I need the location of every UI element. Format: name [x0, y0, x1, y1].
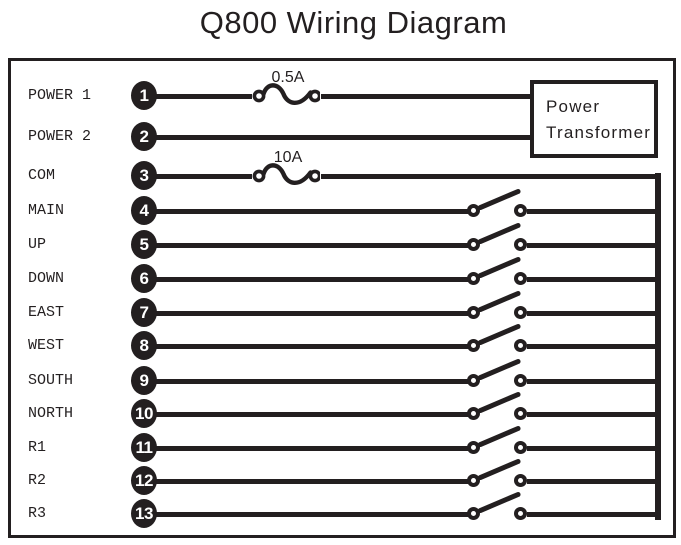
terminal-label: R3: [28, 505, 47, 522]
terminal-number-badge: 4: [131, 196, 157, 225]
terminal-label: DOWN: [28, 270, 65, 287]
power-transformer-box: Power Transformer: [530, 80, 658, 158]
wire-segment: [152, 412, 469, 417]
switch-contact-left: [467, 441, 480, 454]
wire-segment: [152, 379, 469, 384]
diagram-title: Q800 Wiring Diagram: [199, 5, 508, 40]
terminal-number-badge: 10: [131, 399, 157, 428]
power-transformer-label-line2: Transformer: [546, 123, 652, 142]
terminal-label: SOUTH: [28, 372, 74, 389]
switch-contact-left: [467, 204, 480, 217]
terminal-number-badge: 8: [131, 331, 157, 360]
wire-segment: [321, 174, 661, 179]
fuse-rating-label: 0.5A: [271, 69, 305, 86]
terminal-number-badge: 2: [131, 122, 157, 151]
wire-segment: [527, 344, 661, 349]
terminal-label: EAST: [28, 304, 65, 321]
wire-segment: [152, 446, 469, 451]
power-transformer-label-line1: Power: [546, 97, 601, 116]
switch-contact-right: [514, 374, 527, 387]
switch-contact-right: [514, 204, 527, 217]
terminal-number-badge: 9: [131, 366, 157, 395]
wire-segment: [152, 479, 469, 484]
terminal-label: MAIN: [28, 202, 65, 219]
terminal-label: COM: [28, 167, 56, 184]
switch-contact-left: [467, 374, 480, 387]
switch-contact-left: [467, 306, 480, 319]
terminal-label: POWER 1: [28, 87, 92, 104]
terminal-number-badge: 6: [131, 264, 157, 293]
wire-segment: [527, 311, 661, 316]
switch-contact-left: [467, 238, 480, 251]
fuse-rating-label: 10A: [273, 149, 303, 166]
wire-segment: [152, 94, 252, 99]
switch-contact-left: [467, 507, 480, 520]
wire-segment: [152, 512, 469, 517]
wire-segment: [527, 243, 661, 248]
switch-contact-right: [514, 339, 527, 352]
wire-segment: [152, 209, 469, 214]
wire-segment: [527, 277, 661, 282]
switch-contact-right: [514, 507, 527, 520]
fuse-icon: [250, 158, 322, 194]
terminal-number-badge: 12: [131, 466, 157, 495]
switch-contact-right: [514, 238, 527, 251]
wire-segment: [152, 243, 469, 248]
switch-contact-left: [467, 474, 480, 487]
wire-segment: [527, 209, 661, 214]
wire-segment: [152, 311, 469, 316]
wire-segment: [152, 277, 469, 282]
wire-segment: [527, 479, 661, 484]
terminal-number-badge: 7: [131, 298, 157, 327]
switch-contact-left: [467, 339, 480, 352]
terminal-number-badge: 11: [131, 433, 157, 462]
switch-contact-right: [514, 474, 527, 487]
switch-contact-right: [514, 272, 527, 285]
terminal-number-badge: 13: [131, 499, 157, 528]
wire-segment: [152, 135, 532, 140]
com-bus-wire: [655, 173, 661, 520]
terminal-label: R1: [28, 439, 47, 456]
terminal-label: WEST: [28, 337, 65, 354]
terminal-label: UP: [28, 236, 47, 253]
wire-segment: [527, 446, 661, 451]
terminal-label: NORTH: [28, 405, 74, 422]
fuse-icon: [250, 78, 322, 114]
switch-contact-right: [514, 306, 527, 319]
wire-segment: [527, 512, 661, 517]
wire-segment: [527, 379, 661, 384]
wire-segment: [527, 412, 661, 417]
terminal-number-badge: 3: [131, 161, 157, 190]
wire-segment: [321, 94, 532, 99]
terminal-number-badge: 5: [131, 230, 157, 259]
switch-contact-right: [514, 407, 527, 420]
wire-segment: [152, 174, 252, 179]
switch-contact-left: [467, 407, 480, 420]
terminal-label: R2: [28, 472, 47, 489]
wire-segment: [152, 344, 469, 349]
terminal-label: POWER 2: [28, 128, 92, 145]
switch-contact-right: [514, 441, 527, 454]
terminal-number-badge: 1: [131, 81, 157, 110]
switch-contact-left: [467, 272, 480, 285]
